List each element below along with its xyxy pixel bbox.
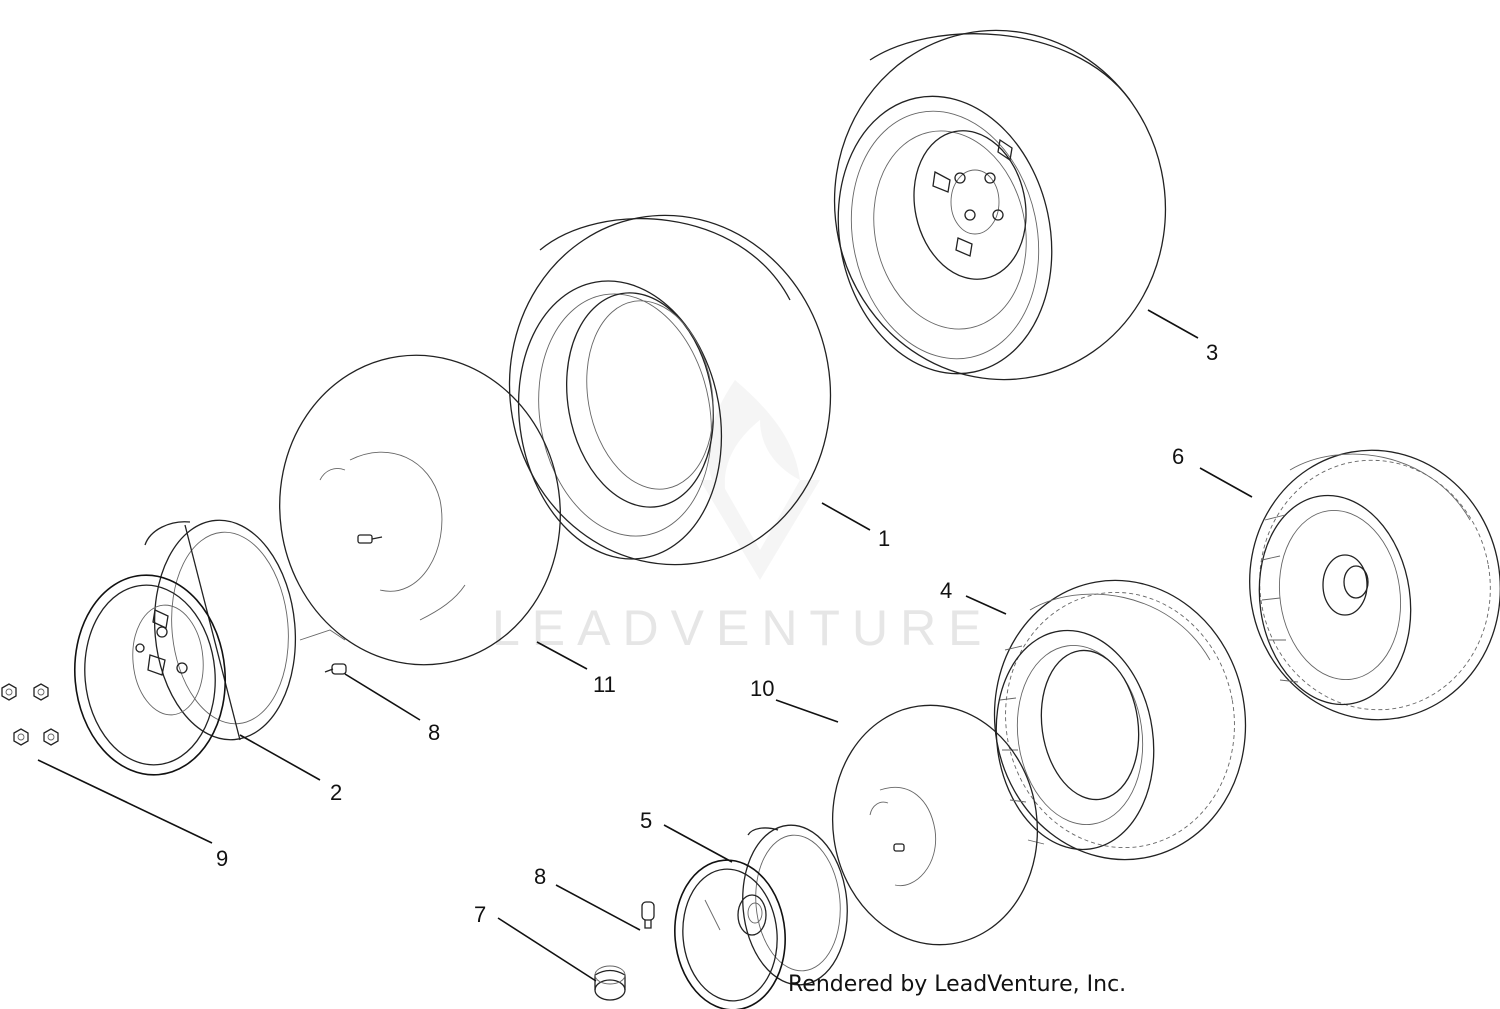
valve-stem-8a: [299, 629, 347, 675]
callout-11: 11: [593, 672, 616, 697]
lug-nuts-9: [1, 683, 59, 746]
callout-8-lower: 8: [534, 864, 546, 889]
render-credit: Rendered by LeadVenture, Inc.: [788, 972, 1127, 997]
inner-tube-11: [279, 354, 561, 666]
inner-tube-10: [831, 704, 1039, 946]
wheel-rim-2: [73, 519, 297, 776]
tire-1: [508, 214, 832, 566]
watermark-logo-icon: [700, 380, 820, 580]
wheel-rim-5: [674, 824, 848, 1009]
tire-wheel-assembly-3: [833, 29, 1167, 381]
callout-9: 9: [216, 846, 228, 871]
watermark-text: LEADVENTURE: [492, 600, 994, 656]
tire-wheel-assembly-6: [1249, 449, 1500, 721]
leader-lines: [37, 309, 1253, 982]
callout-4: 4: [940, 578, 952, 603]
turf-tire-4: [993, 579, 1247, 861]
callout-1: 1: [878, 526, 890, 551]
valve-stem-8b: [641, 901, 655, 929]
callout-7: 7: [474, 902, 486, 927]
callout-2: 2: [330, 780, 342, 805]
cap-7: [594, 965, 626, 1001]
callout-8-upper: 8: [428, 720, 440, 745]
callout-6: 6: [1172, 444, 1184, 469]
callout-3: 3: [1206, 340, 1218, 365]
callout-5: 5: [640, 808, 652, 833]
callout-10: 10: [750, 676, 774, 701]
